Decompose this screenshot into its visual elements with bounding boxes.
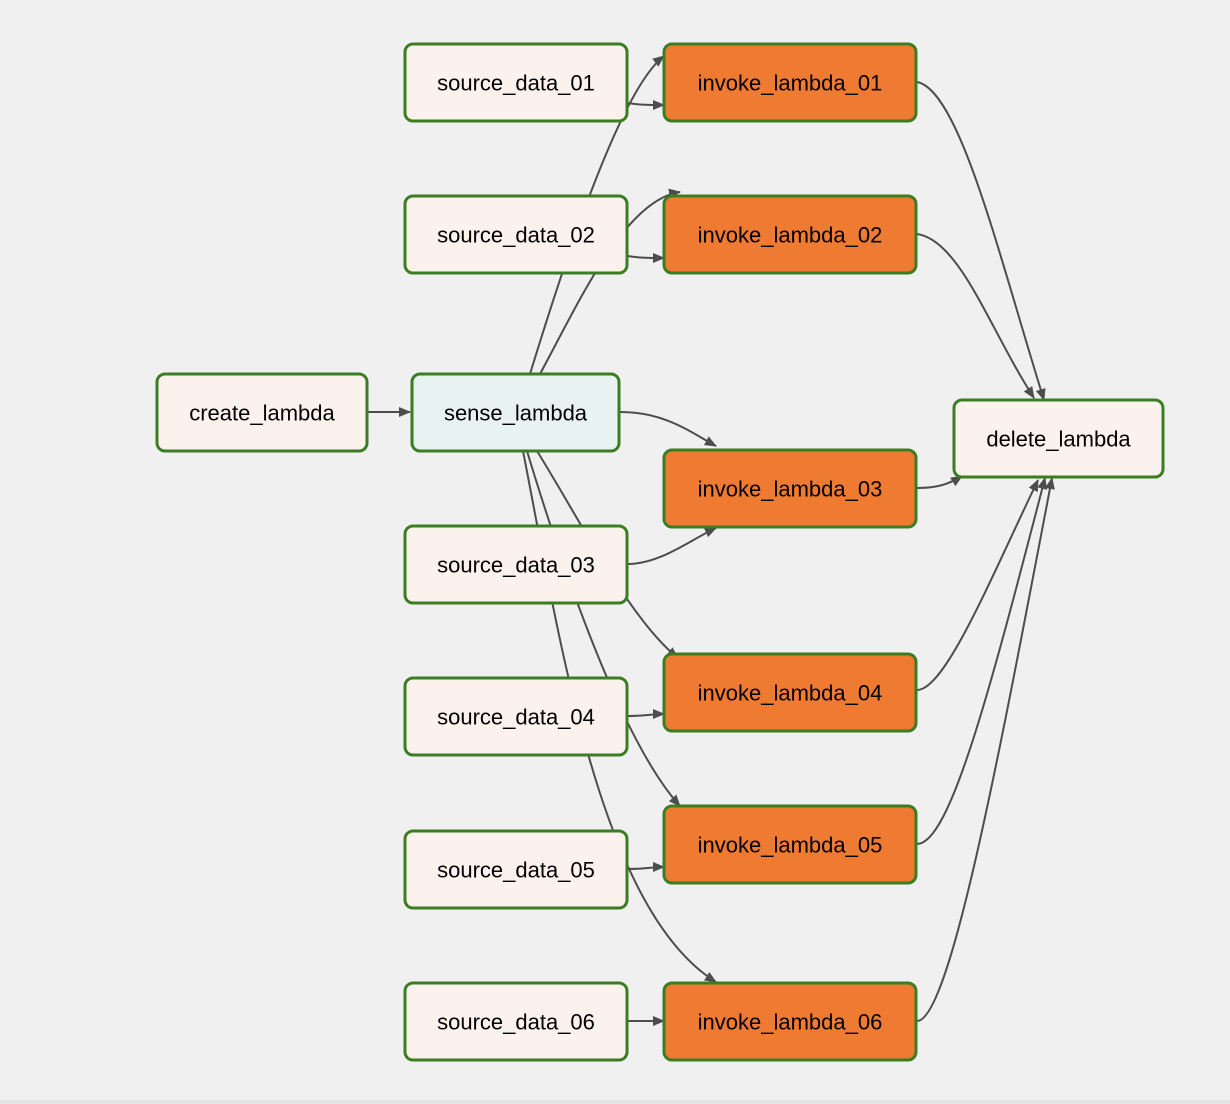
edge-invoke_lambda_03-to-delete_lambda bbox=[916, 475, 963, 489]
node-sense-lambda[interactable]: sense_lambda bbox=[410, 372, 621, 453]
edge-sense_lambda-to-invoke_lambda_05 bbox=[526, 450, 681, 807]
node-box bbox=[403, 194, 629, 275]
node-box bbox=[952, 398, 1165, 479]
node-box bbox=[403, 524, 629, 605]
node-box bbox=[403, 42, 629, 123]
node-invoke-lambda-06[interactable]: invoke_lambda_06 bbox=[662, 981, 918, 1062]
node-delete-lambda[interactable]: delete_lambda bbox=[952, 398, 1165, 479]
edge-invoke_lambda_02-to-delete_lambda bbox=[916, 233, 1035, 399]
node-source-data-03[interactable]: source_data_03 bbox=[403, 524, 629, 605]
node-invoke-lambda-04[interactable]: invoke_lambda_04 bbox=[662, 652, 918, 733]
node-label: create_lambda bbox=[189, 401, 335, 426]
node-create-lambda[interactable]: create_lambda bbox=[155, 372, 369, 453]
node-label: source_data_02 bbox=[437, 223, 595, 248]
node-label: source_data_01 bbox=[437, 71, 595, 96]
node-box bbox=[662, 804, 918, 885]
node-box bbox=[403, 676, 629, 757]
edge-source_data_04-to-invoke_lambda_04 bbox=[627, 709, 665, 720]
edge-invoke_lambda_01-to-delete_lambda bbox=[916, 81, 1046, 401]
node-box bbox=[662, 981, 918, 1062]
node-box bbox=[662, 448, 918, 529]
edges-layer bbox=[368, 55, 1055, 1026]
node-box bbox=[662, 42, 918, 123]
edge-sense_lambda-to-invoke_lambda_03 bbox=[619, 411, 717, 447]
bottom-divider bbox=[0, 1100, 1230, 1104]
edge-invoke_lambda_05-to-delete_lambda bbox=[916, 477, 1048, 845]
node-invoke-lambda-05[interactable]: invoke_lambda_05 bbox=[662, 804, 918, 885]
node-label: sense_lambda bbox=[444, 401, 588, 426]
edge-invoke_lambda_06-to-delete_lambda bbox=[916, 477, 1055, 1022]
node-source-data-05[interactable]: source_data_05 bbox=[403, 829, 629, 910]
node-source-data-06[interactable]: source_data_06 bbox=[403, 981, 629, 1062]
node-label: source_data_03 bbox=[437, 553, 595, 578]
node-box bbox=[662, 194, 918, 275]
node-label: invoke_lambda_01 bbox=[698, 71, 883, 96]
node-label: delete_lambda bbox=[986, 427, 1131, 452]
node-box bbox=[403, 829, 629, 910]
node-invoke-lambda-02[interactable]: invoke_lambda_02 bbox=[662, 194, 918, 275]
edge-source_data_02-to-invoke_lambda_02 bbox=[627, 252, 665, 263]
node-box bbox=[410, 372, 621, 453]
node-source-data-02[interactable]: source_data_02 bbox=[403, 194, 629, 275]
edge-sense_lambda-to-invoke_lambda_01 bbox=[529, 55, 665, 375]
node-invoke-lambda-01[interactable]: invoke_lambda_01 bbox=[662, 42, 918, 123]
edge-source_data_03-to-invoke_lambda_03 bbox=[627, 527, 717, 565]
node-label: source_data_04 bbox=[437, 705, 595, 730]
node-box bbox=[155, 372, 369, 453]
node-box bbox=[662, 652, 918, 733]
node-invoke-lambda-03[interactable]: invoke_lambda_03 bbox=[662, 448, 918, 529]
node-label: invoke_lambda_03 bbox=[698, 477, 883, 502]
node-source-data-04[interactable]: source_data_04 bbox=[403, 676, 629, 757]
edge-invoke_lambda_04-to-delete_lambda bbox=[916, 479, 1039, 691]
node-label: invoke_lambda_06 bbox=[698, 1010, 883, 1035]
node-box bbox=[403, 981, 629, 1062]
nodes-layer: create_lambda sense_lambda source_data_01s… bbox=[155, 42, 1165, 1062]
edge-source_data_05-to-invoke_lambda_05 bbox=[627, 862, 665, 873]
node-source-data-01[interactable]: source_data_01 bbox=[403, 42, 629, 123]
node-label: source_data_05 bbox=[437, 858, 595, 883]
edge-source_data_01-to-invoke_lambda_01 bbox=[627, 99, 665, 110]
node-label: invoke_lambda_05 bbox=[698, 833, 883, 858]
node-label: invoke_lambda_02 bbox=[698, 223, 883, 248]
node-label: source_data_06 bbox=[437, 1010, 595, 1035]
node-label: invoke_lambda_04 bbox=[698, 681, 883, 706]
